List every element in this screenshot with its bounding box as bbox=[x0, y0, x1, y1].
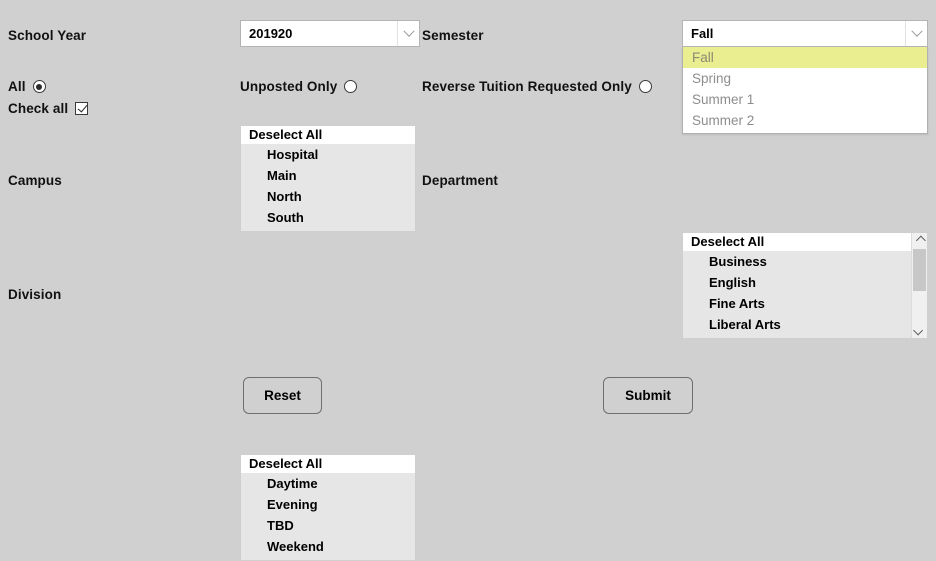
unposted-only-row[interactable]: Unposted Only bbox=[240, 79, 358, 94]
list-item[interactable]: Liberal Arts bbox=[709, 317, 781, 332]
list-item[interactable]: TBD bbox=[267, 518, 294, 533]
semester-label: Semester bbox=[422, 28, 484, 43]
semester-option-summer-1[interactable]: Summer 1 bbox=[692, 92, 755, 107]
unposted-only-label: Unposted Only bbox=[240, 79, 338, 94]
all-label: All bbox=[8, 79, 26, 94]
list-item[interactable]: Business bbox=[709, 254, 767, 269]
semester-option-summer-2[interactable]: Summer 2 bbox=[692, 113, 755, 128]
campus-deselect-all[interactable]: Deselect All bbox=[241, 126, 415, 144]
school-year-label: School Year bbox=[8, 28, 87, 43]
list-item[interactable]: Fine Arts bbox=[709, 296, 765, 311]
school-year-select[interactable]: 201920 bbox=[240, 20, 420, 47]
check-all-row[interactable]: Check all bbox=[8, 101, 89, 116]
division-listbox[interactable]: Deselect All Daytime Evening TBD Weekend bbox=[240, 454, 416, 561]
list-item[interactable]: English bbox=[709, 275, 756, 290]
check-all-checkbox[interactable] bbox=[75, 102, 89, 115]
list-item[interactable]: Main bbox=[267, 168, 297, 183]
list-item[interactable]: Evening bbox=[267, 497, 318, 512]
semester-option-fall[interactable]: Fall bbox=[683, 47, 927, 68]
reverse-tuition-radio[interactable] bbox=[638, 80, 652, 93]
school-year-value: 201920 bbox=[249, 26, 293, 41]
department-deselect-all[interactable]: Deselect All bbox=[683, 233, 927, 251]
semester-option-spring[interactable]: Spring bbox=[692, 71, 732, 86]
check-all-label: Check all bbox=[8, 101, 69, 116]
semester-value: Fall bbox=[691, 26, 714, 41]
list-item[interactable]: South bbox=[267, 210, 304, 225]
all-radio-row[interactable]: All bbox=[8, 79, 46, 94]
list-item[interactable]: Hospital bbox=[267, 147, 319, 162]
list-item[interactable]: North bbox=[267, 189, 302, 204]
department-listbox[interactable]: Deselect All Business English Fine Arts … bbox=[682, 232, 928, 339]
chevron-down-icon[interactable] bbox=[905, 21, 927, 46]
unposted-only-radio[interactable] bbox=[344, 80, 358, 93]
all-radio[interactable] bbox=[32, 80, 46, 93]
department-label: Department bbox=[422, 173, 499, 188]
chevron-down-icon[interactable] bbox=[397, 21, 419, 46]
scroll-up-arrow-icon[interactable] bbox=[912, 233, 927, 248]
reset-button[interactable]: Reset bbox=[243, 377, 322, 414]
division-deselect-all[interactable]: Deselect All bbox=[241, 455, 415, 473]
campus-label: Campus bbox=[8, 173, 62, 188]
reverse-tuition-row[interactable]: Reverse Tuition Requested Only bbox=[422, 79, 652, 94]
submit-button[interactable]: Submit bbox=[603, 377, 693, 414]
scrollbar-thumb[interactable] bbox=[913, 249, 926, 291]
campus-listbox[interactable]: Deselect All Hospital Main North South bbox=[240, 125, 416, 232]
reverse-tuition-label: Reverse Tuition Requested Only bbox=[422, 79, 632, 94]
scroll-down-arrow-icon[interactable] bbox=[912, 323, 927, 338]
list-item[interactable]: Weekend bbox=[267, 539, 324, 554]
list-item[interactable]: Daytime bbox=[267, 476, 318, 491]
semester-dropdown-list[interactable]: Fall Spring Summer 1 Summer 2 bbox=[682, 47, 928, 134]
semester-select[interactable]: Fall bbox=[682, 20, 928, 47]
tuition-filter-form: School Year 201920 Semester Fall Fall Sp… bbox=[0, 0, 936, 433]
department-scrollbar[interactable] bbox=[911, 233, 927, 338]
division-label: Division bbox=[8, 287, 62, 302]
